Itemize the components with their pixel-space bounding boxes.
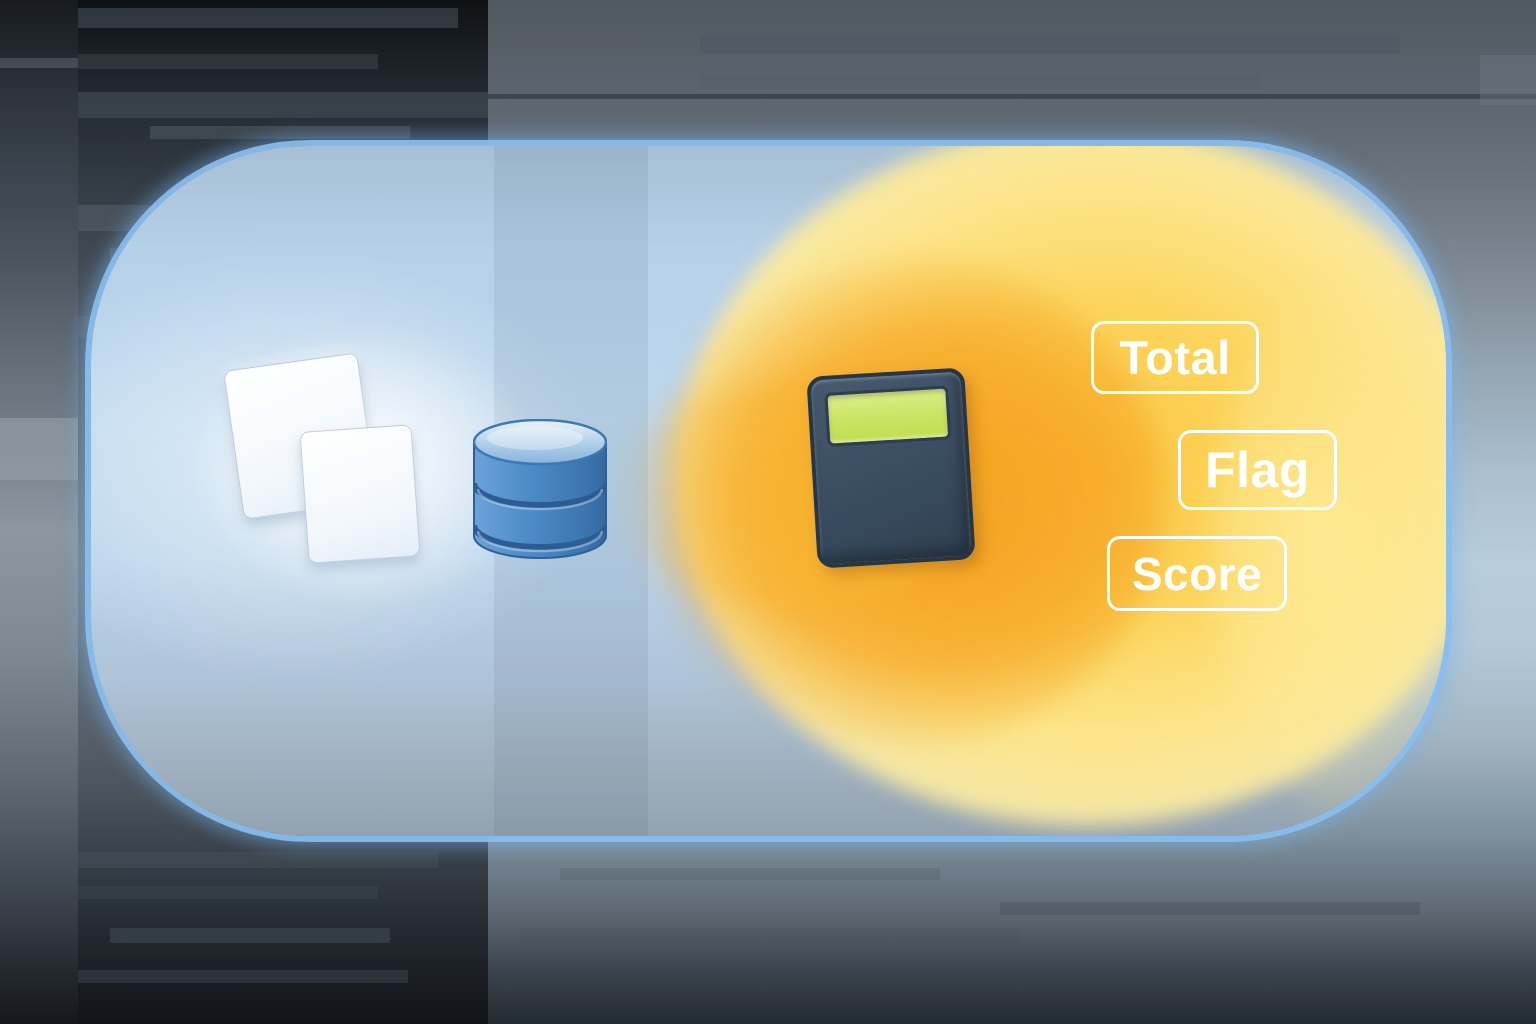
background-stripe <box>78 92 488 118</box>
background-stripe <box>700 36 1400 53</box>
background-stripe <box>1000 902 1420 915</box>
background-stripe <box>488 94 1536 99</box>
background-stripe <box>1480 55 1536 105</box>
background-stripe <box>150 126 410 139</box>
database-icon <box>471 418 609 573</box>
panel-interior: Total Flag Score <box>91 146 1446 836</box>
background-stripe <box>700 76 1260 89</box>
background-stripe <box>78 54 378 69</box>
background-stripe <box>78 852 438 868</box>
output-total: Total <box>1091 321 1259 394</box>
output-score-label: Score <box>1131 547 1263 600</box>
output-flag: Flag <box>1178 430 1337 510</box>
background-stripe <box>78 970 408 983</box>
calculator-keypad <box>828 449 952 457</box>
background-stripe <box>560 868 940 880</box>
rounded-panel: Total Flag Score <box>85 140 1452 842</box>
output-flag-label: Flag <box>1205 442 1310 498</box>
calculator-icon <box>806 367 976 569</box>
background-left-column <box>0 0 78 1024</box>
output-total-label: Total <box>1119 331 1231 384</box>
background-stripe <box>110 928 390 943</box>
calculator-screen <box>824 385 952 447</box>
background-stripe <box>78 886 378 899</box>
background-stripe <box>520 928 1020 943</box>
output-score: Score <box>1107 536 1287 611</box>
background-stripe <box>0 58 78 68</box>
background-stripe <box>78 8 458 28</box>
background-stripe <box>0 418 78 480</box>
